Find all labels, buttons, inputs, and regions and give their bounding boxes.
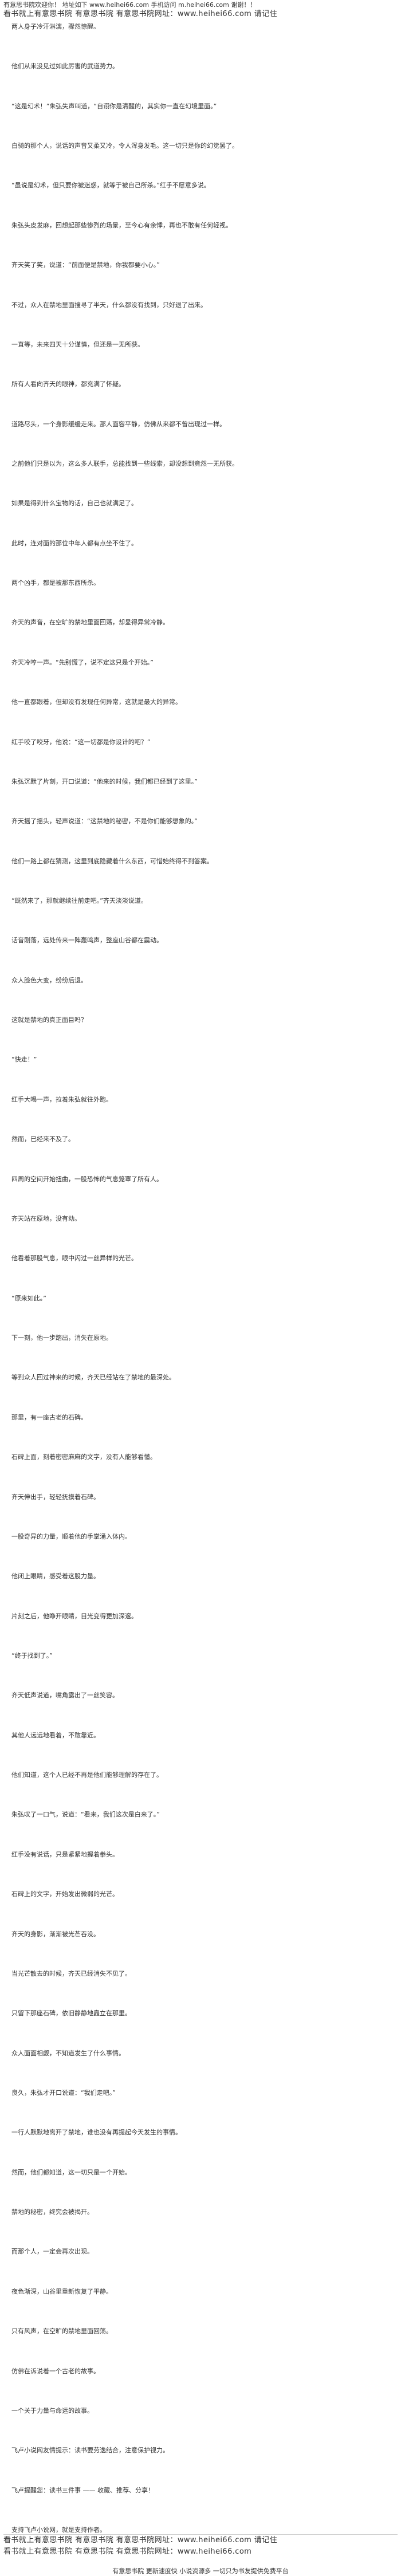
site-banner-bottom-2: 看书就上有意思书院 有意思书院 有意思书院网址：www.heihei66.com: [3, 2547, 252, 2556]
paragraph: 禁地的秘密，终究会被揭开。: [11, 2208, 93, 2216]
paragraph: 只留下那座石碑，依旧静静地矗立在那里。: [11, 2009, 131, 2017]
paragraph: 一直等，未来四天十分谨慎，但还是一无所获。: [11, 341, 144, 348]
paragraph: 齐天的声音，在空旷的禁地里面回荡，却显得异常冷静。: [11, 619, 169, 626]
paragraph: 当光芒散去的时候，齐天已经消失不见了。: [11, 1970, 131, 1977]
paragraph: 白骑的那个人，说话的声音又柔又冷，令人浑身发毛。这一切只是你的幻觉罢了。: [11, 142, 238, 150]
paragraph: 齐天的身影，渐渐被光芒吞没。: [11, 1930, 100, 1938]
paragraph: “快走！”: [11, 1056, 37, 1063]
paragraph: 他闭上眼睛，感受着这股力量。: [11, 1572, 100, 1580]
paragraph: 飞卢提醒您：读书三件事 —— 收藏、推荐、分享！: [11, 2487, 154, 2494]
paragraph: 等到众人回过神来的时候，齐天已经站在了禁地的最深处。: [11, 1374, 175, 1381]
paragraph: 此时，连对面的那位中年人都有点坐不住了。: [11, 540, 137, 547]
paragraph: 两人身子冷汗淋漓，骤然惊醒。: [11, 23, 100, 30]
paragraph: 仿佛在诉说着一个古老的故事。: [11, 2367, 100, 2375]
paragraph: 他一直都跟着，但却没有发现任何异常，这就是最大的异常。: [11, 698, 182, 706]
paragraph: 齐天低声说道，嘴角露出了一丝笑容。: [11, 1692, 119, 1699]
paragraph: 一股奇异的力量，顺着他的手掌涌入体内。: [11, 1533, 131, 1540]
paragraph: 如果是得到什么宝物的话，自己也就满足了。: [11, 500, 137, 507]
paragraph: 他们一路上都在猜测，这里到底隐藏着什么东西，可惜始终得不到答案。: [11, 858, 213, 865]
site-notice: 有意思书院欢迎你！ 地址如下 www.heihei66.com 手机访问 m.h…: [3, 1, 257, 9]
paragraph: 他们从来没见过如此厉害的武道势力。: [11, 62, 119, 70]
paragraph: 一个关于力量与命运的故事。: [11, 2407, 93, 2414]
paragraph: 之前他们只是以为，这么多人联手，总能找到一些线索，却没想到竟然一无所获。: [11, 460, 238, 467]
paragraph: 话音刚落，远处传来一阵轰鸣声，整座山谷都在震动。: [11, 937, 163, 944]
paragraph: “这是幻术！”朱弘失声叫道，“自诩你是清醒的，其实你一直在幻境里面。”: [11, 103, 217, 110]
paragraph: 朱弘叹了一口气，说道：“看来，我们这次是白来了。”: [11, 1811, 160, 1818]
paragraph: 两个凶手，都是被那东西所杀。: [11, 579, 100, 587]
paragraph: “原来如此。”: [11, 1295, 46, 1302]
paragraph: “虽说是幻术，但只要你被迷惑，就等于被自己所杀。”红手不愿意多说。: [11, 182, 210, 189]
paragraph: 朱弘沉默了片刻，开口说道：“他来的时候，我们都已经到了这里。”: [11, 778, 198, 785]
paragraph: 齐天笑了笑，说道：“前面便是禁地，你我都要小心。”: [11, 261, 160, 269]
paragraph: 齐天冷哼一声。“先别慌了，说不定这只是个开始。”: [11, 659, 154, 666]
paragraph: 朱弘头皮发麻，回想起那些惨烈的场景，至今心有余悸，再也不敢有任何轻视。: [11, 222, 232, 229]
site-banner-bottom: 看书就上有意思书院 有意思书院 有意思书院网址：www.heihei66.com…: [3, 2536, 277, 2544]
paragraph: 四周的空间开始扭曲，一股恐怖的气息笼罩了所有人。: [11, 1175, 163, 1183]
paragraph: 片刻之后，他睁开眼睛，目光变得更加深邃。: [11, 1613, 137, 1620]
paragraph: 不过，众人在禁地里面搜寻了半天，什么都没有找到，只好退了出来。: [11, 301, 207, 309]
paragraph: 齐天站在原地，没有动。: [11, 1215, 81, 1222]
paragraph: 齐天伸出手，轻轻抚摸着石碑。: [11, 1493, 100, 1501]
paragraph: 然而，已经来不及了。: [11, 1135, 74, 1143]
paragraph: 他看着那股气息，眼中闪过一丝异样的光芒。: [11, 1254, 137, 1262]
paragraph: 石碑上面，刻着密密麻麻的文字，没有人能够看懂。: [11, 1453, 156, 1461]
paragraph: 红手咬了咬牙，他说：“这一切都是你设计的吧？”: [11, 738, 151, 746]
paragraph: 下一刻，他一步踏出，消失在原地。: [11, 1334, 112, 1342]
paragraph: 这就是禁地的真正面目吗？: [11, 1016, 87, 1024]
paragraph: “既然来了，那就继续往前走吧。”齐天淡淡说道。: [11, 897, 147, 904]
paragraph: 支持飞卢小说网，就是支持作者。: [11, 2526, 106, 2534]
paragraph: 飞卢小说网友情提示：读书要劳逸结合，注意保护视力。: [11, 2447, 169, 2454]
paragraph: 所有人看向齐天的眼神，都充满了怀疑。: [11, 380, 125, 388]
paragraph: 一行人默默地离开了禁地，谁也没有再提起今天发生的事情。: [11, 2129, 182, 2136]
paragraph: 红手大喝一声，拉着朱弘就往外跑。: [11, 1096, 112, 1103]
paragraph: 只有风声，在空旷的禁地里面回荡。: [11, 2327, 112, 2335]
paragraph: 然而，他们都知道，这一切只是一个开始。: [11, 2169, 131, 2176]
paragraph: 他们知道，这个人已经不再是他们能够理解的存在了。: [11, 1771, 163, 1779]
paragraph: 众人面面相觑，不知道发生了什么事情。: [11, 2050, 125, 2057]
site-footer: 有意思书院 更新速度快 小说资源多 一切只为书友提供免费平台: [112, 2567, 289, 2575]
paragraph: “终于找到了。”: [11, 1652, 53, 1659]
paragraph: 良久，朱弘才开口说道：“我们走吧。”: [11, 2089, 116, 2097]
paragraph: 道路尽头，一个身影缓缓走来。那人面容平静，仿佛从来都不曾出现过一样。: [11, 420, 226, 428]
site-banner: 看书就上有意思书院 有意思书院 有意思书院网址：www.heihei66.com…: [3, 10, 277, 18]
paragraph: 而那个人，一定会再次出现。: [11, 2248, 93, 2255]
paragraph: 夜色渐深，山谷里重新恢复了平静。: [11, 2288, 112, 2295]
paragraph: 红手没有说话，只是紧紧地握着拳头。: [11, 1851, 119, 1858]
paragraph: 其他人远远地看着，不敢靠近。: [11, 1732, 100, 1739]
paragraph: 那里，有一座古老的石碑。: [11, 1414, 87, 1421]
paragraph: 石碑上的文字，开始发出微弱的光芒。: [11, 1890, 119, 1898]
divider: [3, 2534, 398, 2535]
site-header: 有意思书院欢迎你！ 地址如下 www.heihei66.com 手机访问 m.h…: [3, 1, 398, 19]
paragraph: 众人脸色大变，纷纷后退。: [11, 977, 87, 984]
paragraph: 齐天摇了摇头，轻声说道：“这禁地的秘密，不是你们能够想象的。”: [11, 817, 198, 825]
